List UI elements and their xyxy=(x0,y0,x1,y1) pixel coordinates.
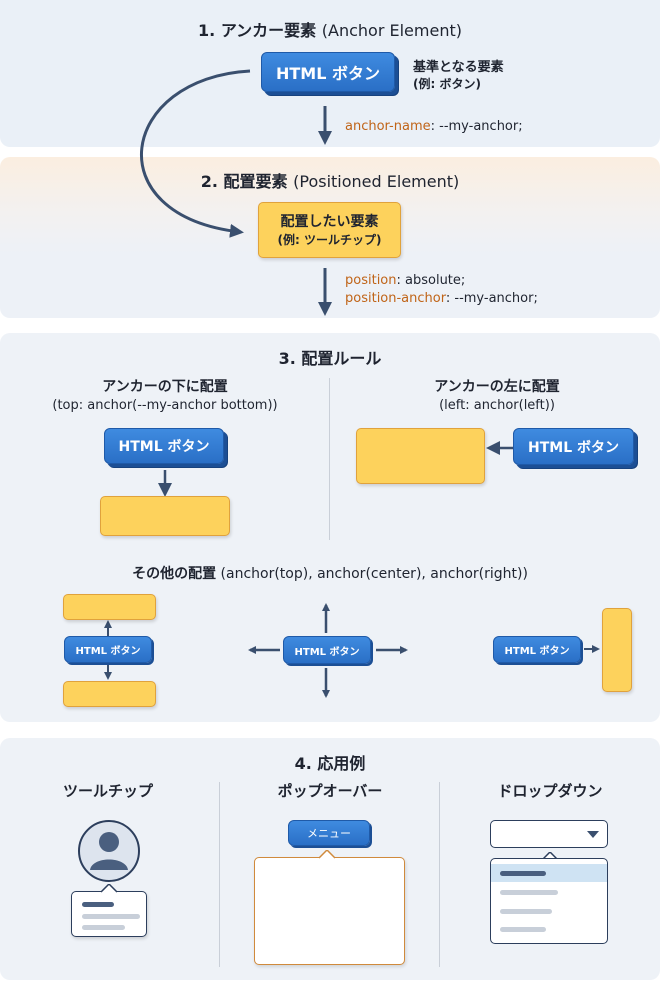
tooltip-line xyxy=(82,925,125,930)
code-line: position: absolute; xyxy=(345,272,538,290)
anchor-name-code: anchor-name: --my-anchor; xyxy=(345,118,523,136)
anchor-note: 基準となる要素 (例: ボタン) xyxy=(413,59,504,93)
anchor-html-button[interactable]: HTML ボタン xyxy=(261,52,395,92)
below-placement-heading: アンカーの下に配置 (top: anchor(--my-anchor botto… xyxy=(52,378,277,415)
left-placement-heading: アンカーの左に配置 (left: anchor(left)) xyxy=(434,378,559,415)
caret-down-icon xyxy=(587,831,599,838)
code-value: : absolute; xyxy=(396,273,466,288)
section1-title-en: (Anchor Element) xyxy=(321,21,462,40)
dropdown-option[interactable] xyxy=(491,902,607,920)
top-bottom-html-button[interactable]: HTML ボタン xyxy=(64,636,152,663)
section1-title-jp: 1. アンカー要素 xyxy=(198,21,317,40)
tooltip-pointer xyxy=(101,884,117,893)
section4-title: 4. 応用例 xyxy=(294,754,366,773)
option-line xyxy=(500,871,546,876)
column-divider xyxy=(329,378,330,540)
left-positioned-box xyxy=(356,428,485,484)
tooltip-line xyxy=(82,902,114,907)
dropdown-option[interactable] xyxy=(491,920,607,938)
top-positioned-box xyxy=(63,594,156,620)
below-positioned-box xyxy=(100,496,230,536)
popover-example: ポップオーバー xyxy=(278,782,383,801)
tooltip-example: ツールチップ xyxy=(63,782,153,801)
right-positioned-box xyxy=(602,608,632,692)
code-value: : --my-anchor; xyxy=(445,291,538,306)
tooltip-line xyxy=(82,914,140,919)
section1-title: 1. アンカー要素 (Anchor Element) xyxy=(198,17,462,41)
option-line xyxy=(500,927,546,932)
popover-label: ポップオーバー xyxy=(277,782,383,800)
positioned-element-box: 配置したい要素 (例: ツールチップ) xyxy=(258,202,401,258)
other-heading-jp: その他の配置 xyxy=(132,566,217,582)
tooltip-bubble xyxy=(71,891,147,937)
bottom-positioned-box xyxy=(63,681,156,707)
code-property: position-anchor xyxy=(345,291,446,306)
positioned-box-sub: (例: ツールチップ) xyxy=(277,232,382,247)
popover-panel xyxy=(254,857,405,965)
column-divider xyxy=(439,782,440,967)
tooltip-label: ツールチップ xyxy=(62,782,154,800)
below-html-button[interactable]: HTML ボタン xyxy=(104,428,224,464)
section2-title: 2. 配置要素 (Positioned Element) xyxy=(201,168,459,192)
left-heading-jp: アンカーの左に配置 xyxy=(434,379,560,395)
left-html-button[interactable]: HTML ボタン xyxy=(513,428,634,465)
center-html-button[interactable]: HTML ボタン xyxy=(283,636,371,664)
column-divider xyxy=(219,782,220,967)
code-value: : --my-anchor; xyxy=(430,119,523,134)
menu-button[interactable]: メニュー xyxy=(288,820,370,846)
option-line xyxy=(500,890,558,895)
right-html-button[interactable]: HTML ボタン xyxy=(493,636,581,663)
section2-title-en: (Positioned Element) xyxy=(293,172,460,191)
section3-title: 3. 配置ルール xyxy=(278,349,382,368)
code-line: position-anchor: --my-anchor; xyxy=(345,290,538,308)
below-heading-code: (top: anchor(--my-anchor bottom)) xyxy=(52,398,278,413)
positioned-box-main: 配置したい要素 xyxy=(280,213,379,230)
left-heading-code: (left: anchor(left)) xyxy=(439,398,555,413)
below-heading-jp: アンカーの下に配置 xyxy=(102,379,228,395)
dropdown-option[interactable] xyxy=(491,883,607,901)
dropdown-example: ドロップダウン xyxy=(497,782,602,801)
dropdown-select[interactable] xyxy=(490,820,608,848)
anchor-note-main: 基準となる要素 xyxy=(413,60,504,75)
dropdown-label: ドロップダウン xyxy=(497,782,603,800)
dropdown-menu xyxy=(490,858,608,944)
option-line xyxy=(500,909,552,914)
section2-title-jp: 2. 配置要素 xyxy=(200,172,288,191)
anchor-note-sub: (例: ボタン) xyxy=(413,77,481,91)
code-property: anchor-name xyxy=(345,119,431,134)
popover-pointer xyxy=(319,850,335,859)
other-heading-code: (anchor(top), anchor(center), anchor(rig… xyxy=(220,566,528,582)
code-property: position xyxy=(345,273,397,288)
user-avatar-icon xyxy=(78,820,140,882)
other-placement-heading: その他の配置 (anchor(top), anchor(center), anc… xyxy=(132,563,528,583)
position-code: position: absolute; position-anchor: --m… xyxy=(345,272,538,308)
dropdown-option-selected[interactable] xyxy=(491,864,607,882)
